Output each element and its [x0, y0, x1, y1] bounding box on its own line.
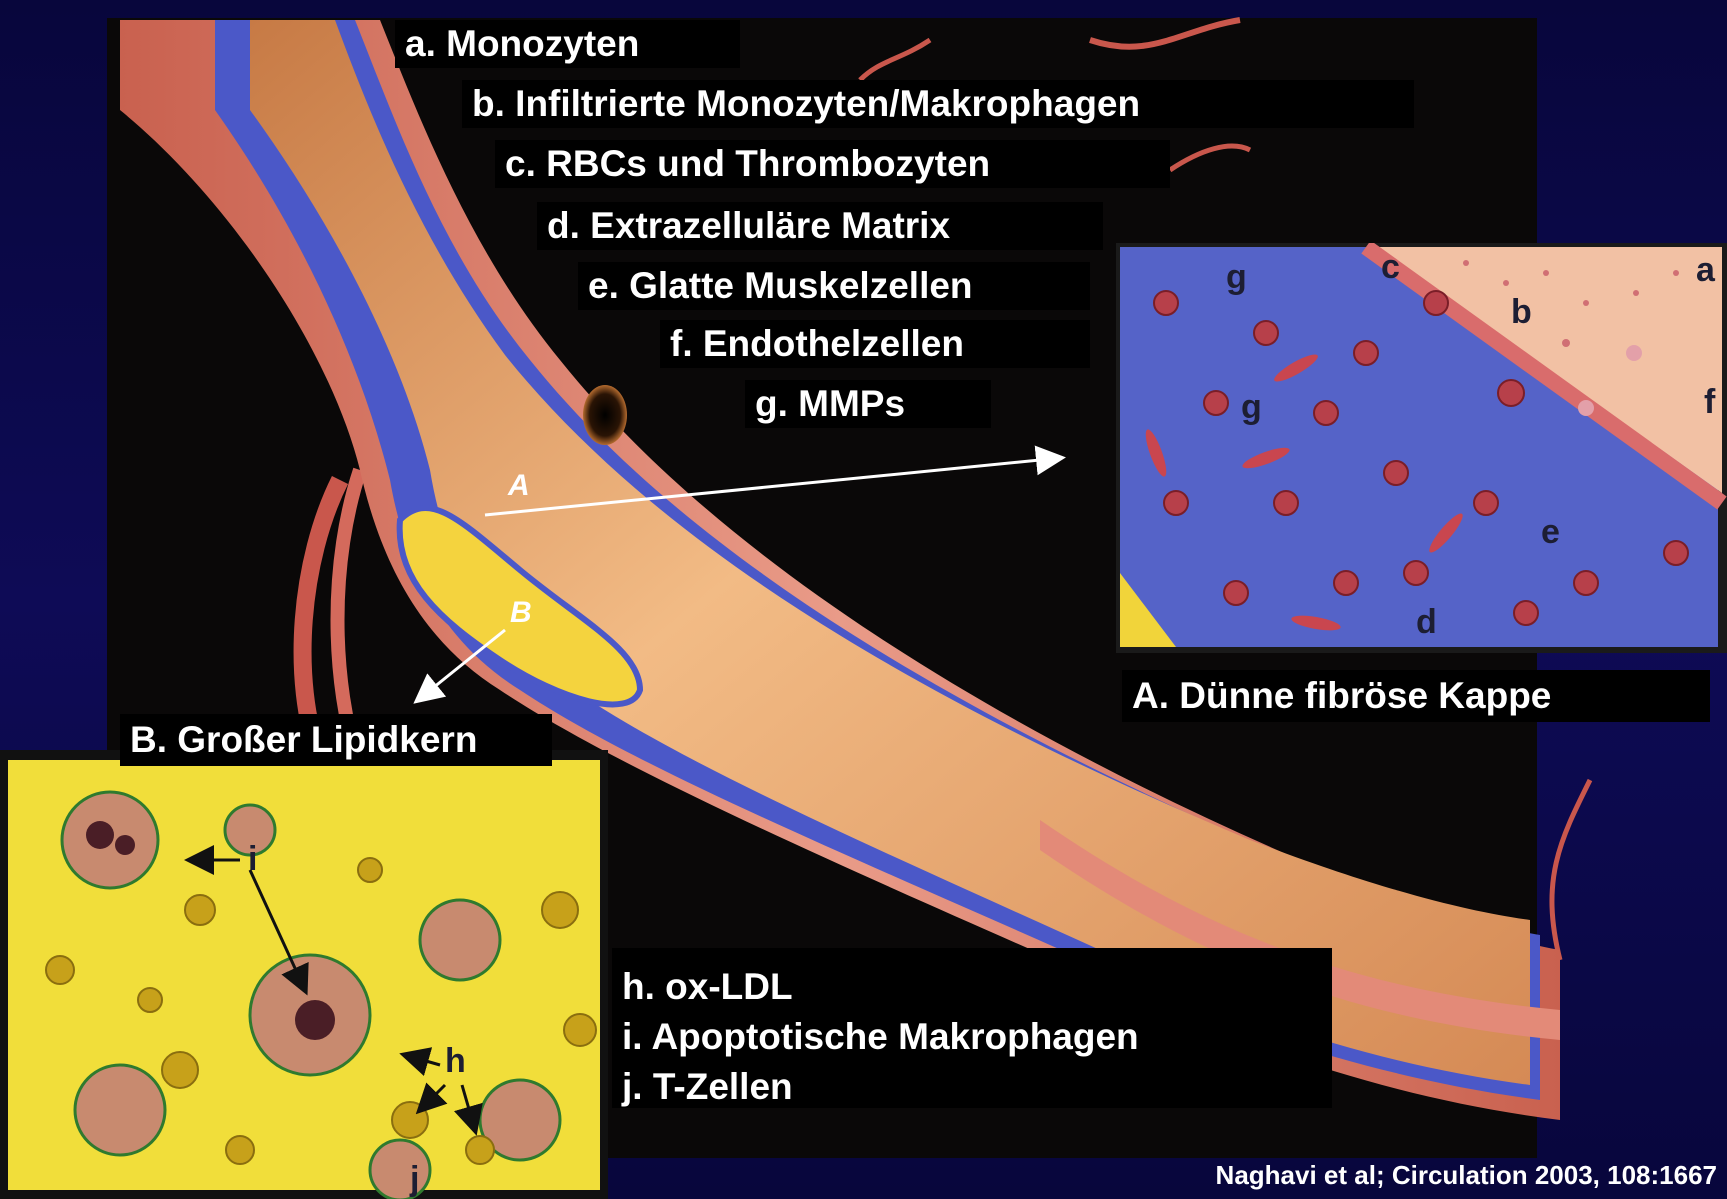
inset-a-mark: b	[1511, 293, 1532, 331]
inset-b-mark: h	[445, 1042, 466, 1080]
small-vessel	[1552, 780, 1590, 960]
legend-item-a: a. Monozyten	[395, 20, 740, 68]
inset-b-mark: j	[409, 1160, 419, 1198]
inset-a-mark: g	[1226, 258, 1247, 296]
inset-a-mark: a	[1696, 251, 1716, 289]
inset-b-caption: B. Großer Lipidkern	[120, 714, 552, 766]
legend-item-e: e. Glatte Muskelzellen	[578, 262, 1090, 310]
legend-item-d: d. Extrazelluläre Matrix	[537, 202, 1103, 250]
legend-bottom: h. ox-LDL i. Apoptotische Makrophagen j.…	[612, 948, 1332, 1108]
inset-a-mark: d	[1416, 603, 1437, 641]
small-vessel	[860, 40, 930, 80]
legend-item-i: i. Apoptotische Makrophagen	[622, 1012, 1332, 1062]
inset-a-mark: g	[1241, 388, 1262, 426]
inset-a-caption: A. Dünne fibröse Kappe	[1122, 670, 1710, 722]
legend-item-j: j. T-Zellen	[622, 1062, 1332, 1112]
inset-lipid-core: i h j	[0, 750, 608, 1199]
marker-b: B	[510, 596, 532, 629]
marker-a: A	[507, 469, 530, 502]
citation: Naghavi et al; Circulation 2003, 108:166…	[1216, 1160, 1717, 1191]
legend-item-c: c. RBCs und Thrombozyten	[495, 140, 1170, 188]
legend-item-b: b. Infiltrierte Monozyten/Makrophagen	[462, 80, 1414, 128]
legend-item-f: f. Endothelzellen	[660, 320, 1090, 368]
small-vessel	[1170, 146, 1250, 170]
vessel-lumen-opening	[583, 385, 627, 445]
inset-a-mark: f	[1704, 383, 1716, 421]
inset-fibrous-cap: a b c d e f g g	[1116, 243, 1727, 653]
inset-a-mark: e	[1541, 513, 1560, 551]
legend-item-g: g. MMPs	[745, 380, 991, 428]
small-vessel	[1090, 20, 1240, 47]
legend-item-h: h. ox-LDL	[622, 962, 1332, 1012]
inset-a-mark: c	[1381, 248, 1400, 286]
